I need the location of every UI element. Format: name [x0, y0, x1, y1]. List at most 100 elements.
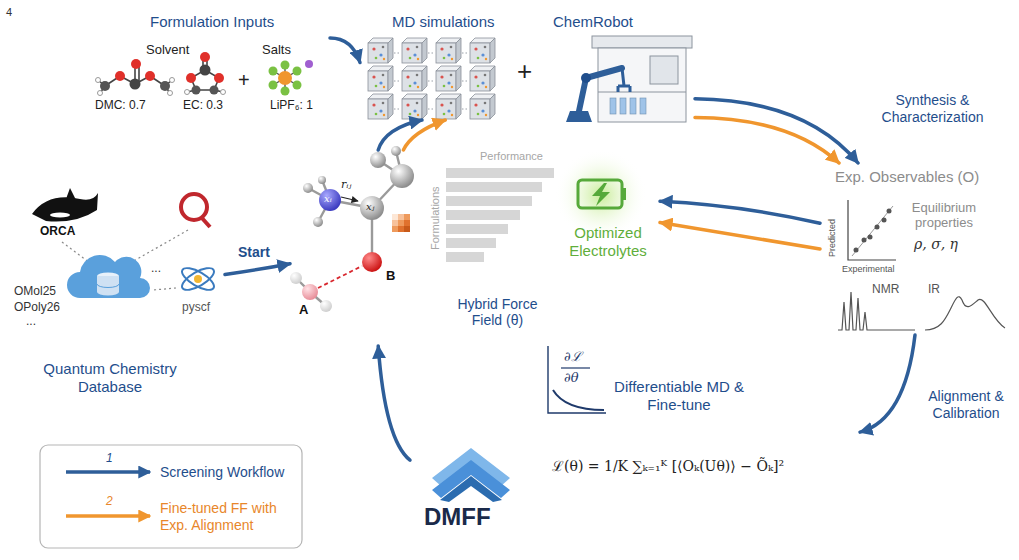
nmr-spectrum	[838, 292, 915, 330]
md-box-grid	[402, 66, 427, 91]
dmff-logo	[432, 448, 510, 502]
formulation-inputs-text: LiPF₆: 1	[270, 98, 313, 112]
dmc-molecule	[96, 78, 101, 83]
chemrobot-illustration	[598, 92, 686, 93]
force-field-molecule	[341, 197, 358, 201]
md-box-grid	[368, 38, 495, 119]
ec-molecule	[185, 52, 226, 95]
orca-logo	[32, 193, 98, 222]
chemrobot-illustration	[610, 98, 616, 114]
force-field-molecule	[303, 183, 313, 193]
database-cloud	[67, 255, 150, 298]
quantum-chemistry-database-text: OPoly26	[14, 300, 60, 314]
ec-molecule	[192, 86, 201, 95]
chemrobot-illustration	[630, 98, 636, 114]
dmc-molecule	[170, 78, 175, 83]
differentiable-md-text: Differentiable MD & Fine-tune	[605, 378, 753, 414]
force-field-molecule	[360, 196, 384, 220]
legend-frame	[40, 445, 302, 548]
flow-arrow	[860, 335, 915, 432]
force-field-molecule	[318, 266, 362, 288]
force-field-molecule	[404, 226, 410, 232]
flow-arrow	[378, 346, 410, 460]
force-field-molecule	[319, 189, 341, 211]
parity-plot	[862, 238, 867, 243]
flow-arrow	[403, 120, 445, 150]
data-links	[153, 288, 176, 290]
hybrid-force-field: xᵢrᵢⱼxⱼABHybrid Force Field (θ)	[290, 150, 542, 346]
quantum-chemistry-database-text: ORCA	[40, 224, 75, 238]
chemrobot-illustration	[592, 36, 692, 48]
data-links	[132, 230, 188, 262]
orca-logo	[66, 188, 76, 200]
md-box-grid	[368, 94, 393, 119]
performance-bars	[446, 252, 484, 262]
md-box-grid	[470, 66, 495, 91]
performance-bars	[446, 238, 496, 248]
lipf6-molecule	[269, 67, 278, 76]
ec-molecule	[186, 73, 196, 83]
qchem-logo	[201, 217, 210, 227]
formulation-inputs-text: Solvent	[146, 42, 189, 57]
dmff-logo	[440, 476, 502, 502]
md-box-grid	[402, 94, 427, 119]
dmc-molecule	[168, 91, 173, 96]
chemrobot-illustration	[650, 56, 678, 84]
dmc-molecule	[160, 81, 170, 91]
exp-observables-text: Experimental	[842, 264, 895, 275]
differentiable-md-text: DMFF	[424, 503, 491, 531]
parity-plot	[882, 218, 887, 223]
quantum-chemistry-database: ORCAOMol25OPoly26......pyscfQuantum Chem…	[10, 185, 225, 398]
edge-label: Start	[236, 244, 272, 261]
battery-icon	[578, 180, 622, 208]
exp-observables-text: Predicted	[827, 219, 838, 257]
quantum-chemistry-database-text: OMol25	[14, 284, 56, 298]
force-field-molecule	[320, 300, 332, 312]
lipf6-molecule	[305, 60, 313, 68]
database-cloud	[97, 284, 119, 288]
chemrobot-illustration	[566, 36, 692, 122]
database-cloud	[67, 255, 150, 298]
dmc-molecule	[98, 91, 103, 96]
performance-bars	[446, 196, 532, 206]
force-field-molecule	[398, 220, 404, 226]
md-box-grid	[462, 81, 469, 82]
md-box-grid	[436, 38, 461, 63]
optimized-electrolytes: PerformanceFormulationsOptimized Electro…	[420, 145, 660, 270]
force-field-molecule	[390, 164, 414, 188]
lipf6-molecule	[281, 87, 290, 96]
flow-arrow	[695, 99, 858, 163]
md-box-grid	[436, 66, 461, 91]
md-box-grid	[470, 38, 495, 63]
legend-frame	[40, 445, 302, 548]
legend-number: 1	[106, 451, 113, 465]
quantum-chemistry-database-text: Quantum Chemistry Database	[30, 360, 190, 396]
force-field-molecule	[290, 272, 302, 284]
orca-logo	[32, 188, 98, 222]
md-box-grid	[394, 53, 401, 54]
lipf6-molecule	[293, 81, 302, 90]
legend-text: Screening Workflow	[160, 464, 284, 481]
optimized-electrolytes-text: Performance	[480, 150, 543, 163]
md-box-grid	[394, 81, 401, 82]
chemrobot-text: ChemRobot	[553, 13, 633, 31]
force-field-molecule	[370, 152, 386, 168]
md-box-grid	[462, 109, 469, 110]
ec-molecule	[221, 90, 226, 95]
flow-arrow	[695, 118, 839, 164]
md-simulations: MD simulations	[360, 5, 515, 120]
force-field-molecule	[392, 214, 398, 220]
hybrid-force-field-text: xⱼ	[366, 201, 374, 213]
lipf6-molecule	[269, 81, 278, 90]
force-field-molecule	[296, 151, 402, 306]
parity-plot	[887, 209, 892, 214]
qchem-logo	[181, 194, 207, 220]
plus-sign: +	[517, 56, 532, 87]
exp-observables-text: Equilibrium properties	[903, 200, 985, 230]
database-cloud	[97, 276, 119, 296]
battery-icon	[592, 183, 610, 206]
hybrid-force-field-text: xᵢ	[324, 193, 332, 205]
